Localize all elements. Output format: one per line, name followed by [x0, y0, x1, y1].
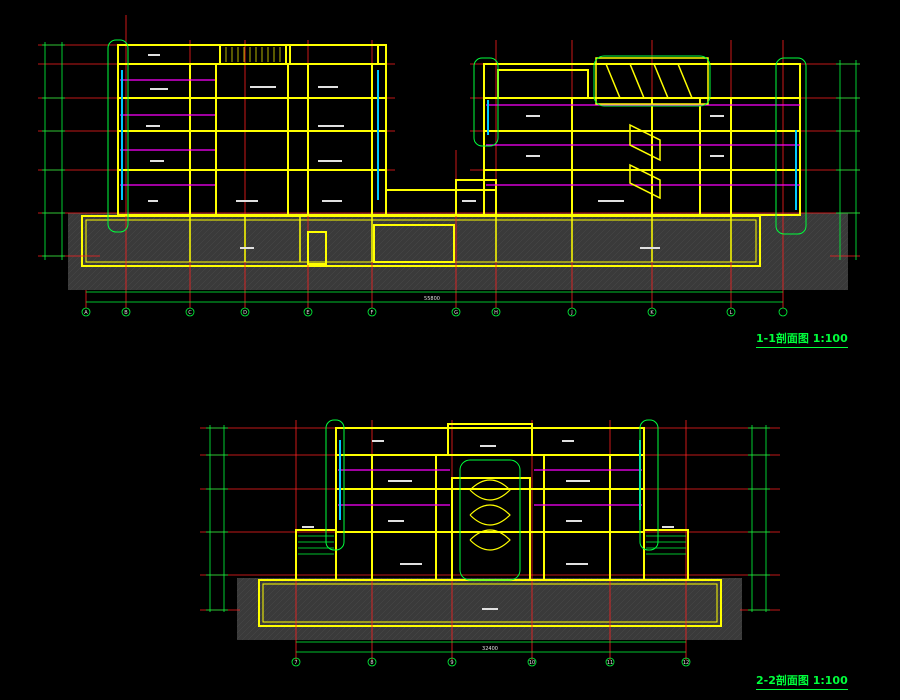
- beams-right-1: [486, 104, 800, 186]
- ramp-core-2: [459, 459, 521, 581]
- overall-dim-2: 32400: [482, 646, 498, 652]
- beams-left-1: [120, 79, 215, 186]
- section-2-title: 2-2剖面图 1:100: [756, 672, 848, 690]
- left-building-1: [117, 44, 387, 216]
- axis-bubble-label: F: [371, 310, 374, 316]
- skylight-outline-1: [593, 55, 711, 107]
- stair-core-right-1: [775, 57, 807, 235]
- section-1-1: [38, 15, 860, 308]
- axis-bubble-label: L: [730, 310, 733, 316]
- axis-bubble-label: 11: [607, 660, 613, 666]
- axis-bubble: [451, 307, 461, 317]
- axis-bubble-label: 7: [294, 660, 297, 666]
- stair-core-left-1: [107, 39, 129, 233]
- spiral-ramp-2: [469, 479, 511, 551]
- axis-bubble-label: H: [494, 310, 498, 316]
- bottom-dims-2: [296, 641, 686, 653]
- level-dims-left-2: [206, 425, 228, 612]
- bottom-dims-1: [86, 291, 783, 303]
- axis-bubble-label: K: [650, 310, 654, 316]
- axis-bubble-label: C: [188, 310, 192, 316]
- right-building-1: [483, 63, 801, 216]
- ground-hatch-1: [68, 213, 848, 290]
- section-2-title-text: 2-2剖面图 1:100: [756, 674, 848, 687]
- axis-bubble-label: 10: [529, 660, 535, 666]
- axis-bubble: [185, 307, 195, 317]
- section-1-title: 1-1剖面图 1:100: [756, 330, 848, 348]
- building-2: [295, 423, 689, 581]
- axis-bubble-label: B: [124, 310, 128, 316]
- axis-bubble: [81, 307, 91, 317]
- axis-bubble: [240, 307, 250, 317]
- axis-bubble: [491, 307, 501, 317]
- beams-2: [338, 469, 642, 506]
- section-2-2: [200, 419, 780, 660]
- stair-core-right-2: [639, 419, 659, 551]
- roof-parapet-1: [225, 47, 281, 62]
- axis-bubble: [303, 307, 313, 317]
- link-block-1: [307, 179, 497, 265]
- axis-bubble: [647, 307, 657, 317]
- axis-bubble-label: 9: [450, 660, 453, 666]
- level-dims-right-2: [748, 425, 770, 612]
- stairs-2: [298, 535, 686, 555]
- stair-core-left-2: [325, 419, 345, 551]
- stair-core-mid-1: [473, 57, 499, 147]
- level-dims-left-1: [42, 42, 65, 260]
- axis-bubble-label: 12: [683, 660, 689, 666]
- glazing-left-1: [121, 70, 379, 200]
- room-label-marks-2: [302, 440, 674, 610]
- axis-bubble: [291, 657, 301, 667]
- level-dims-right-1: [836, 60, 860, 260]
- axis-bubble: [567, 307, 577, 317]
- roof-skylights-1: [595, 57, 709, 105]
- axis-bubble-label: 8: [370, 660, 373, 666]
- axis-bubble: [681, 657, 691, 667]
- axis-bubble: [367, 307, 377, 317]
- axis-bubble: [778, 307, 788, 317]
- axis-bubble: [447, 657, 457, 667]
- ramps-1: [629, 123, 661, 200]
- axis-bubble: [367, 657, 377, 667]
- axis-bubble-label: D: [243, 310, 247, 316]
- axis-bubble: [527, 657, 537, 667]
- section-1-title-text: 1-1剖面图 1:100: [756, 332, 848, 345]
- axis-bubbles-2: 7 8 9 10 11 12: [291, 657, 691, 667]
- glazing-right-1: [487, 100, 797, 210]
- overall-dim-1: 55800: [424, 296, 440, 302]
- room-label-marks-1: [146, 54, 724, 249]
- axis-bubble-label: A: [84, 310, 88, 316]
- axis-bubble-label: G: [454, 310, 458, 316]
- basement-walls-1: [189, 216, 732, 262]
- axis-bubble: [121, 307, 131, 317]
- axis-bubble-label: J: [570, 310, 572, 316]
- axis-bubble: [605, 657, 615, 667]
- axis-bubble-label: E: [306, 310, 309, 316]
- axis-bubble: [726, 307, 736, 317]
